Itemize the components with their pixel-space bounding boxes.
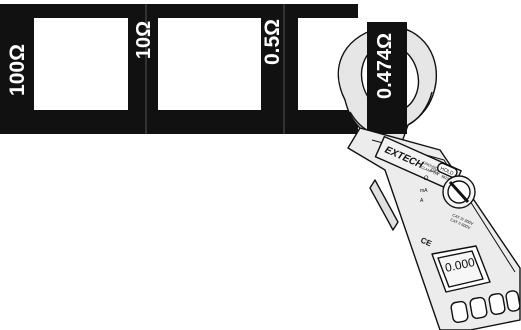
- loop-window-1: [34, 18, 128, 110]
- lcd-screen: [437, 250, 484, 288]
- hold-label: HOLD: [439, 166, 454, 177]
- resistance-label-0-474: 0.474Ω: [374, 33, 396, 99]
- dial-a-label: A: [420, 198, 424, 204]
- dial-ma-label: mA: [420, 188, 428, 194]
- trigger-lever: [369, 179, 399, 231]
- function-button-3[interactable]: [488, 293, 506, 315]
- ce-mark: CE: [419, 236, 433, 249]
- function-button-2[interactable]: [469, 296, 488, 319]
- clamp-meter: 0.474Ω EXTECH GROUND RESISTANCE CLAMP ON…: [337, 22, 521, 330]
- lcd-display: 0.000: [431, 245, 491, 293]
- conductor: [367, 22, 407, 134]
- dial-off-label: OFF: [429, 167, 441, 177]
- resistance-label-10: 10Ω: [133, 21, 155, 59]
- loop-window-2: [158, 18, 261, 110]
- rotary-dial[interactable]: OFF Ω mA A: [420, 167, 476, 209]
- function-button-1[interactable]: [450, 300, 469, 323]
- resistance-label-100: 100Ω: [6, 44, 29, 96]
- function-button-4[interactable]: [505, 290, 521, 312]
- model-number: 382357: [440, 174, 453, 183]
- hold-button[interactable]: [436, 162, 458, 178]
- resistance-label-0-5: 0.5Ω: [261, 19, 284, 65]
- dial-pointer: [448, 180, 470, 204]
- dial-ohm-label: Ω: [424, 176, 429, 182]
- lcd-value: 0.000: [444, 255, 477, 275]
- resistor-loop: 100Ω 10Ω 0.5Ω: [0, 4, 358, 134]
- button-row: [450, 290, 521, 323]
- jaw-edge: [407, 91, 433, 126]
- model-line-2: CLAMP ON: [420, 165, 439, 176]
